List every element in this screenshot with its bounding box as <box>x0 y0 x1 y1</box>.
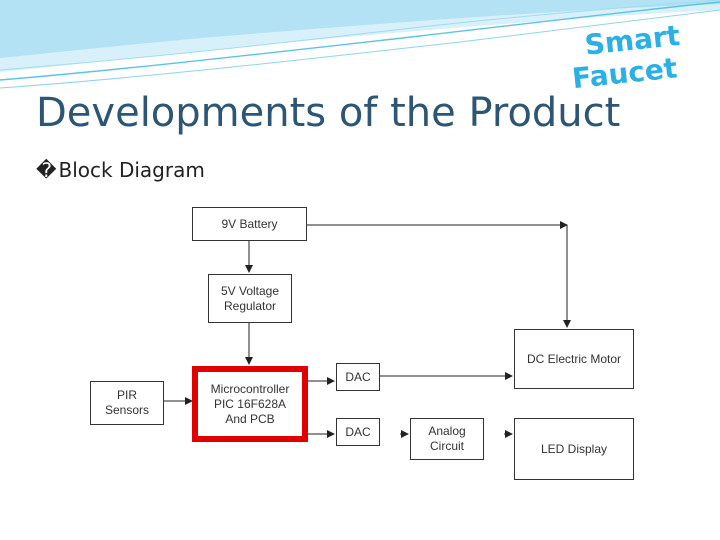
microcontroller-block: Microcontroller PIC 16F628A And PCB <box>192 366 308 442</box>
led-display-block: LED Display <box>514 418 634 480</box>
battery-label: 9V Battery <box>221 216 278 231</box>
analog-circuit-block: Analog Circuit <box>410 418 484 460</box>
dac-block-2: DAC <box>336 418 380 446</box>
bullet-item: �Block Diagram <box>36 158 205 182</box>
pir-label-line2: Sensors <box>104 403 150 417</box>
micro-label-line3: And PCB <box>225 411 275 426</box>
dac2-label: DAC <box>345 424 371 439</box>
diagram-connectors <box>164 221 571 438</box>
block-diagram: 9V Battery 5V Voltage Regulator PIR Sens… <box>82 198 642 488</box>
dac-block-1: DAC <box>336 363 380 391</box>
bullet-glyph: � <box>36 158 57 182</box>
bullet-text: Block Diagram <box>58 158 205 182</box>
micro-label-line2: PIC 16F628A <box>213 396 287 411</box>
pir-label-line1: PIR <box>116 388 137 402</box>
micro-label-line1: Microcontroller <box>210 381 290 396</box>
motor-label: DC Electric Motor <box>526 351 621 366</box>
regulator-label-line2: Regulator <box>223 298 277 313</box>
led-label: LED Display <box>540 441 608 456</box>
dc-motor-block: DC Electric Motor <box>514 329 634 389</box>
analog-label-line2: Circuit <box>429 439 464 453</box>
slide-title: Developments of the Product <box>36 90 621 136</box>
analog-label-line1: Analog <box>428 424 466 438</box>
regulator-label-line1: 5V Voltage <box>220 283 280 298</box>
battery-block: 9V Battery <box>192 207 307 241</box>
smart-faucet-logo: Smart Faucet <box>569 18 682 90</box>
dac1-label: DAC <box>345 369 371 384</box>
header-wave-decoration <box>0 0 720 89</box>
voltage-regulator-block: 5V Voltage Regulator <box>208 274 292 323</box>
pir-sensors-block: PIR Sensors <box>90 381 164 425</box>
